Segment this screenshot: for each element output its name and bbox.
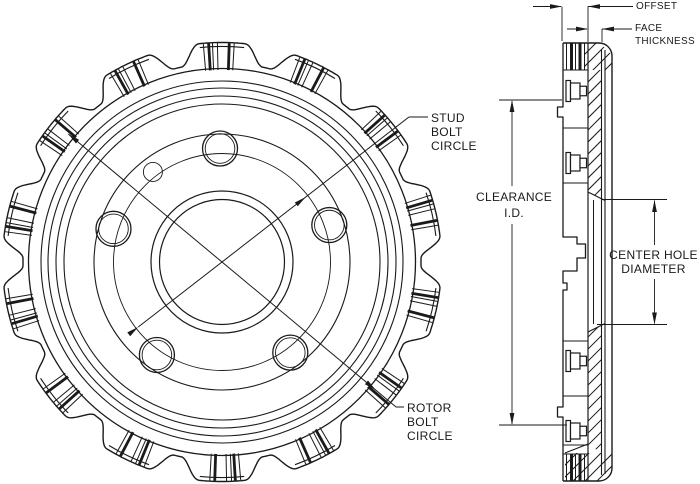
stud-bolt-circle-label-line1: STUD <box>431 111 465 125</box>
center-hole-diameter-label-line2: DIAMETER <box>621 261 686 276</box>
clearance-id-label-line2: I.D. <box>504 205 524 220</box>
stud-bolt-circle-label: STUD BOLT CIRCLE <box>431 111 477 153</box>
face-thickness-label: FACE THICKNESS <box>635 23 695 48</box>
rotor-bolt-circle-label-line3: CIRCLE <box>407 429 453 443</box>
face-thickness-label-line2: THICKNESS <box>635 35 695 47</box>
rotor-bolt-circle-label: ROTOR BOLT CIRCLE <box>407 401 453 443</box>
rotor-bolt-circle-label-line1: ROTOR <box>407 401 452 415</box>
face-thickness-label-line1: FACE <box>635 23 663 34</box>
stud-bolt-circle-label-line2: BOLT <box>431 125 463 139</box>
offset-label-text: OFFSET <box>636 1 678 12</box>
clearance-id-label: CLEARANCE I.D. <box>476 190 552 221</box>
rotor-bolt-circle-label-line2: BOLT <box>407 415 439 429</box>
offset-label: OFFSET <box>636 1 677 14</box>
clearance-id-label-line1: CLEARANCE <box>476 190 553 204</box>
stud-bolt-circle-label-line3: CIRCLE <box>431 139 477 153</box>
center-hole-diameter-label-line1: CENTER HOLE <box>609 248 698 262</box>
center-hole-diameter-label: CENTER HOLE DIAMETER <box>605 248 700 276</box>
